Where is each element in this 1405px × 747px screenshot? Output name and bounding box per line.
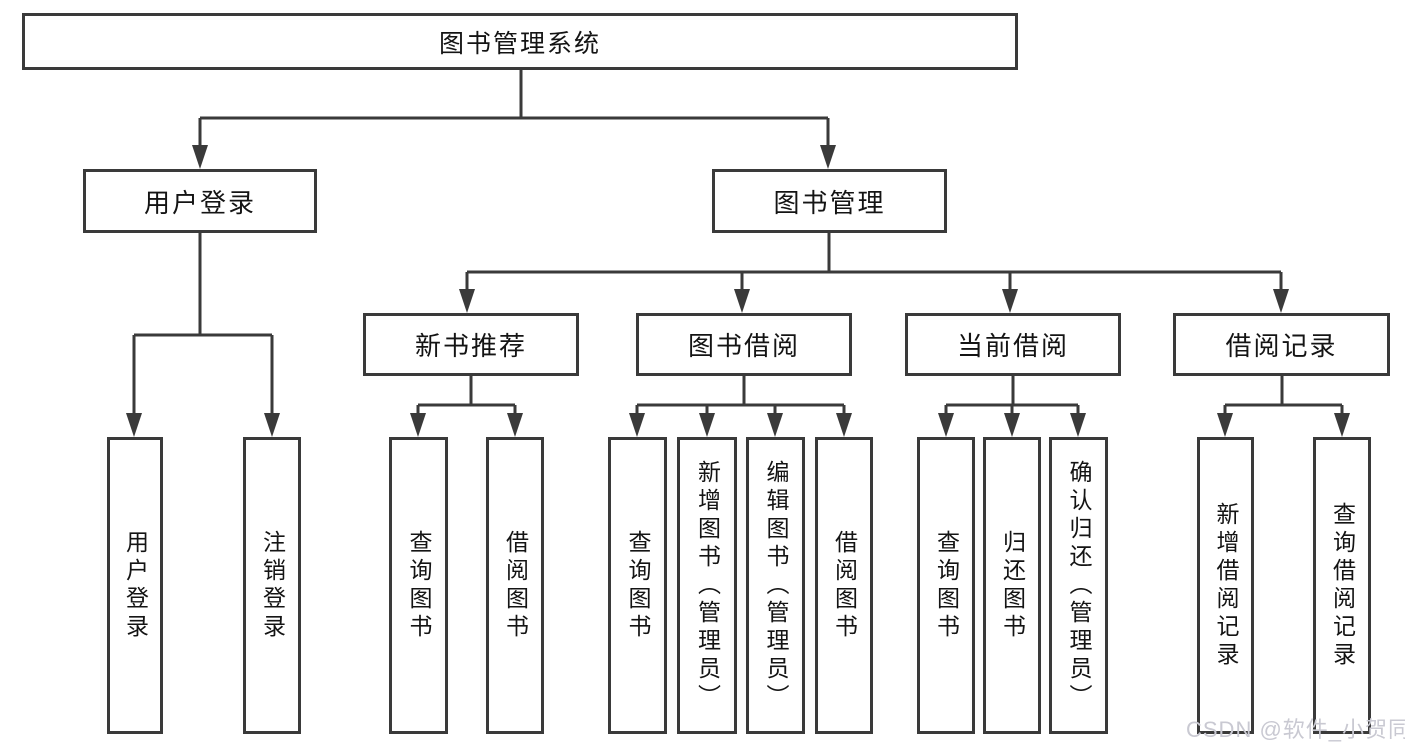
leaf-borrow-books-recommend: 借阅图书 [486, 437, 544, 734]
node-book-borrow: 图书借阅 [636, 313, 852, 376]
leaf-query-borrow-record: 查询借阅记录 [1313, 437, 1371, 734]
node-new-book-recommend: 新书推荐 [363, 313, 579, 376]
leaf-query-books-borrow: 查询图书 [608, 437, 667, 734]
wire-borrow-records-split [1223, 376, 1344, 416]
leaf-logout: 注销登录 [243, 437, 301, 734]
node-root-system: 图书管理系统 [22, 13, 1018, 70]
leaf-query-books-recommend: 查询图书 [389, 437, 448, 734]
leaf-query-books-current: 查询图书 [917, 437, 975, 734]
leaf-return-book: 归还图书 [983, 437, 1041, 734]
leaf-add-book-admin: 新增图书（管理员） [677, 437, 737, 734]
node-user-login: 用户登录 [83, 169, 317, 233]
wire-root-split [198, 69, 830, 148]
leaf-add-borrow-record: 新增借阅记录 [1197, 437, 1254, 734]
node-book-management: 图书管理 [712, 169, 947, 233]
wire-book-borrow-split [635, 376, 846, 416]
leaf-borrow-books: 借阅图书 [815, 437, 873, 734]
wire-user-login-split [132, 232, 274, 416]
node-current-borrow: 当前借阅 [905, 313, 1121, 376]
leaf-confirm-return-admin: 确认归还（管理员） [1049, 437, 1108, 734]
csdn-watermark: CSDN @软件_小贺同学 [1186, 717, 1405, 742]
leaf-edit-book-admin: 编辑图书（管理员） [746, 437, 805, 734]
wire-book-mgmt-split [465, 233, 1283, 292]
leaf-user-login: 用户登录 [107, 437, 163, 734]
wire-current-borrow-split [944, 376, 1080, 416]
wire-new-book-split [416, 376, 517, 416]
node-borrow-records: 借阅记录 [1173, 313, 1390, 376]
